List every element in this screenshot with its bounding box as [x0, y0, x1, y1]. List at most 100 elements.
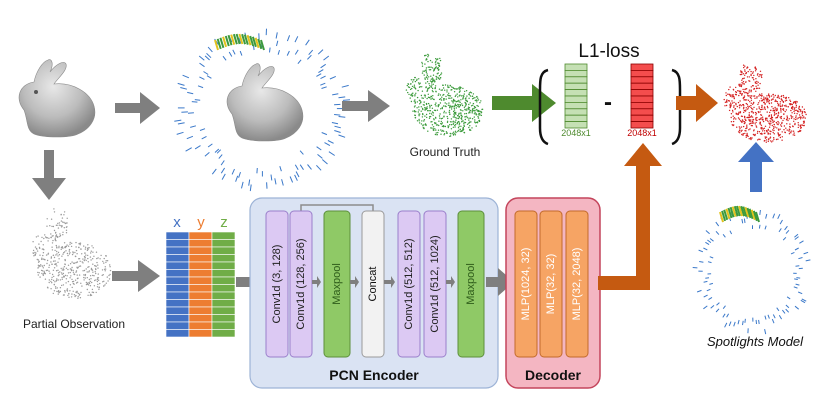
- gt-point: [476, 114, 478, 116]
- pred-point: [777, 94, 779, 97]
- pred-point: [763, 106, 766, 108]
- pred-point: [776, 107, 778, 110]
- gt-point: [452, 133, 455, 136]
- gt-point: [459, 94, 461, 96]
- pred-point: [746, 108, 749, 110]
- gt-point: [429, 107, 431, 109]
- spotlight-cone: [755, 211, 760, 223]
- axis-label-x: x: [173, 214, 181, 231]
- spotlight-ray: [772, 213, 776, 219]
- gt-point: [457, 127, 460, 129]
- spotlight-cone: [752, 210, 758, 222]
- partial-point: [86, 248, 89, 250]
- gt-point: [448, 125, 450, 128]
- matrix-cell: [188, 231, 213, 240]
- gt-point: [465, 103, 467, 106]
- pred-point: [753, 122, 755, 124]
- spotlight-ray: [338, 116, 346, 118]
- partial-point: [39, 254, 41, 256]
- spotlight-ray: [790, 251, 795, 255]
- spotlight-ray: [320, 75, 326, 80]
- bunny-mesh-icon: [18, 59, 96, 138]
- gt-point: [471, 98, 474, 100]
- partial-point: [60, 267, 62, 270]
- pred-point: [748, 112, 750, 114]
- pred-point: [752, 103, 754, 106]
- pred-point: [741, 129, 743, 131]
- pred-point: [774, 99, 777, 101]
- pred-point: [792, 106, 794, 109]
- partial-point: [108, 278, 111, 280]
- partial-point: [79, 244, 81, 246]
- spotlight-ray: [785, 308, 790, 313]
- pred-point: [742, 120, 744, 123]
- gt-point: [463, 122, 465, 125]
- pred-point: [731, 124, 733, 126]
- gt-point: [459, 101, 461, 104]
- pred-point: [750, 111, 753, 113]
- spotlight-model-fan-icon: [719, 205, 760, 223]
- gt-point: [440, 73, 442, 76]
- spotlight-ray: [784, 225, 788, 231]
- partial-point: [54, 263, 56, 265]
- pred-point: [747, 105, 749, 107]
- pred-point: [761, 76, 763, 79]
- gt-point: [440, 72, 443, 74]
- pred-point: [741, 84, 743, 86]
- pred-point: [743, 95, 746, 97]
- pred-point: [758, 131, 761, 133]
- decoder-title: Decoder: [525, 367, 582, 383]
- gt-point: [440, 99, 443, 101]
- pred-point: [795, 104, 798, 107]
- pred-point: [760, 95, 763, 97]
- pred-point: [737, 113, 739, 116]
- pred-point: [749, 96, 752, 99]
- partial-point: [74, 255, 77, 257]
- matrix-cell: [211, 239, 236, 248]
- gt-point: [416, 96, 419, 99]
- spotlight-ray: [187, 91, 194, 95]
- pred-point: [795, 106, 797, 108]
- pred-point: [757, 81, 759, 84]
- spotlight-ray: [779, 219, 783, 225]
- gt-point: [432, 128, 435, 130]
- gt-point: [448, 92, 450, 95]
- partial-point: [57, 293, 59, 295]
- gt-point: [450, 89, 452, 91]
- gt-point: [424, 106, 426, 109]
- gt-point: [431, 107, 434, 110]
- gt-point: [461, 103, 463, 105]
- partial-point: [69, 284, 72, 286]
- pred-point: [795, 116, 797, 119]
- encoder-block-label: Maxpool: [465, 263, 477, 305]
- pred-point: [743, 83, 745, 85]
- pred-point: [801, 114, 804, 117]
- pred-point: [741, 119, 744, 121]
- gt-point: [469, 125, 471, 127]
- partial-point: [82, 270, 84, 272]
- partial-point: [71, 253, 74, 256]
- partial-point: [76, 253, 78, 255]
- partial-point: [67, 294, 69, 297]
- gt-point: [452, 122, 455, 124]
- pred-point: [786, 116, 789, 119]
- pred-point: [795, 103, 797, 105]
- partial-point: [72, 269, 74, 272]
- gt-point: [436, 58, 438, 60]
- pred-point: [764, 125, 767, 128]
- spotlight-ray: [228, 51, 233, 57]
- gt-point: [416, 78, 418, 81]
- gt-point: [421, 61, 423, 64]
- spotlight-ray: [777, 213, 781, 220]
- partial-point: [68, 250, 71, 252]
- partial-point: [54, 232, 57, 234]
- pred-point: [789, 99, 791, 101]
- pred-point: [773, 123, 775, 126]
- spotlight-ray: [716, 302, 720, 306]
- spotlight-ray: [316, 146, 322, 151]
- pred-point: [728, 88, 730, 91]
- partial-point: [57, 272, 60, 274]
- gt-point: [420, 123, 423, 125]
- pred-point: [762, 128, 764, 130]
